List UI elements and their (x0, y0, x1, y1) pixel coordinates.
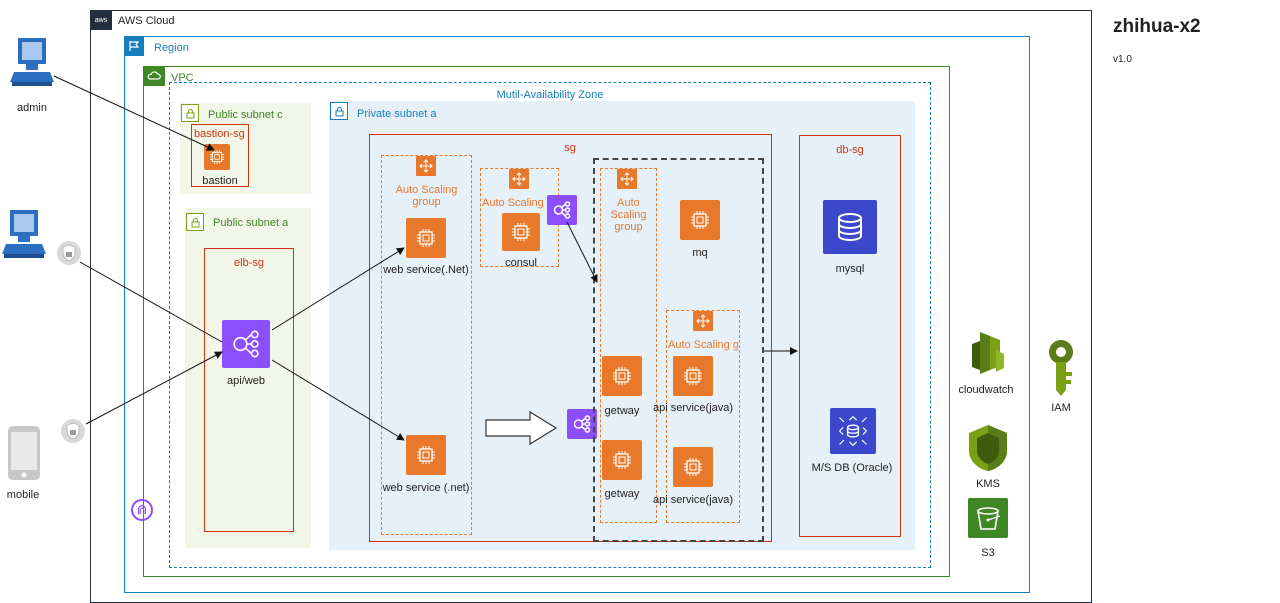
elb-sg-group (204, 248, 294, 532)
db-sg-label: db-sg (836, 144, 864, 156)
app-sg-group (369, 134, 772, 542)
getway-1-ec2-icon[interactable] (602, 356, 642, 396)
web-service-1-ec2-icon[interactable] (406, 218, 446, 258)
getway-1-label: getway (604, 405, 640, 417)
mysql-database-icon[interactable] (823, 200, 877, 254)
app-sg-label: sg (564, 142, 576, 154)
asg-getway-group (600, 168, 657, 523)
getway-2-ec2-icon[interactable] (602, 440, 642, 480)
api-service-1-label: api service(java) (652, 402, 734, 414)
consul-elb-icon[interactable] (547, 195, 577, 225)
s3-label: S3 (981, 547, 995, 559)
vpc-endpoint-icon (131, 499, 153, 521)
asg-api-label: Auto Scaling group (668, 339, 738, 351)
asg-web-icon (416, 156, 436, 176)
asg-api-group (666, 310, 740, 523)
mobile-label: mobile (6, 489, 40, 501)
cloudwatch-label: cloudwatch (958, 384, 1014, 396)
public-subnet-c-label: Public subnet c (208, 109, 283, 121)
api-service-2-ec2-icon[interactable] (673, 447, 713, 487)
region-label: Region (154, 42, 189, 54)
bastion-sg-label: bastion-sg (194, 128, 245, 140)
vpc-cloud-icon (143, 66, 165, 86)
kms-icon[interactable] (967, 423, 1009, 473)
web-service-2-label: web service (.net) (382, 482, 470, 494)
diagram-title: zhihua-x2 (1113, 16, 1201, 37)
bastion-label: bastion (202, 175, 238, 187)
iam-label: IAM (1051, 402, 1071, 414)
bastion-ec2-icon[interactable] (204, 144, 230, 170)
web-user-shield-icon (56, 240, 82, 266)
mysql-label: mysql (835, 263, 865, 275)
api-service-1-ec2-icon[interactable] (673, 356, 713, 396)
web-service-2-ec2-icon[interactable] (406, 435, 446, 475)
asg-consul-label: Auto Scaling group (482, 197, 557, 209)
bastion-sg-group (191, 124, 249, 187)
api-web-label: api/web (227, 375, 265, 387)
admin-computer-icon[interactable] (10, 36, 54, 96)
mobile-device-icon[interactable] (6, 424, 42, 482)
service-cluster-group (593, 158, 764, 542)
iam-key-icon[interactable] (1045, 338, 1077, 398)
asg-web-group (381, 155, 472, 535)
internal-elb-icon[interactable] (567, 409, 597, 439)
asg-getway-label: Auto Scaling group (610, 197, 647, 233)
elb-sg-label: elb-sg (234, 257, 264, 269)
asg-consul-icon (509, 169, 529, 189)
aws-logo-icon: aws (90, 10, 112, 30)
private-subnet-a-lock-icon (330, 102, 348, 120)
consul-ec2-icon[interactable] (502, 213, 540, 251)
cloudwatch-icon[interactable] (966, 330, 1006, 376)
aws-cloud-label: AWS Cloud (118, 15, 175, 27)
public-subnet-a-label: Public subnet a (213, 217, 289, 229)
mobile-shield-icon (60, 418, 86, 444)
api-web-elb-icon[interactable] (222, 320, 270, 368)
web-service-1-label: web service(.Net) (383, 264, 469, 276)
db-sg-group (799, 135, 901, 537)
asg-api-icon (693, 311, 713, 331)
mq-label: mq (692, 247, 708, 259)
mq-ec2-icon[interactable] (680, 200, 720, 240)
asg-web-label: Auto Scaling group (395, 184, 458, 208)
availability-zone-label: Mutil-Availability Zone (496, 89, 604, 101)
s3-bucket-icon[interactable] (968, 498, 1008, 538)
web-user-computer-icon[interactable] (2, 208, 46, 266)
asg-getway-icon (617, 169, 637, 189)
kms-label: KMS (976, 478, 1000, 490)
api-service-2-label: api service(java) (652, 494, 734, 506)
consul-label: consul (505, 257, 537, 269)
public-subnet-a-lock-icon (186, 213, 204, 231)
admin-label: admin (17, 102, 47, 114)
region-flag-icon (124, 36, 144, 56)
oracle-db-label: M/S DB (Oracle) (811, 462, 893, 474)
getway-2-label: getway (604, 488, 640, 500)
public-subnet-c-lock-icon (181, 104, 199, 122)
private-subnet-a-label: Private subnet a (357, 108, 437, 120)
oracle-db-icon[interactable] (830, 408, 876, 454)
diagram-version: v1.0 (1113, 54, 1132, 65)
